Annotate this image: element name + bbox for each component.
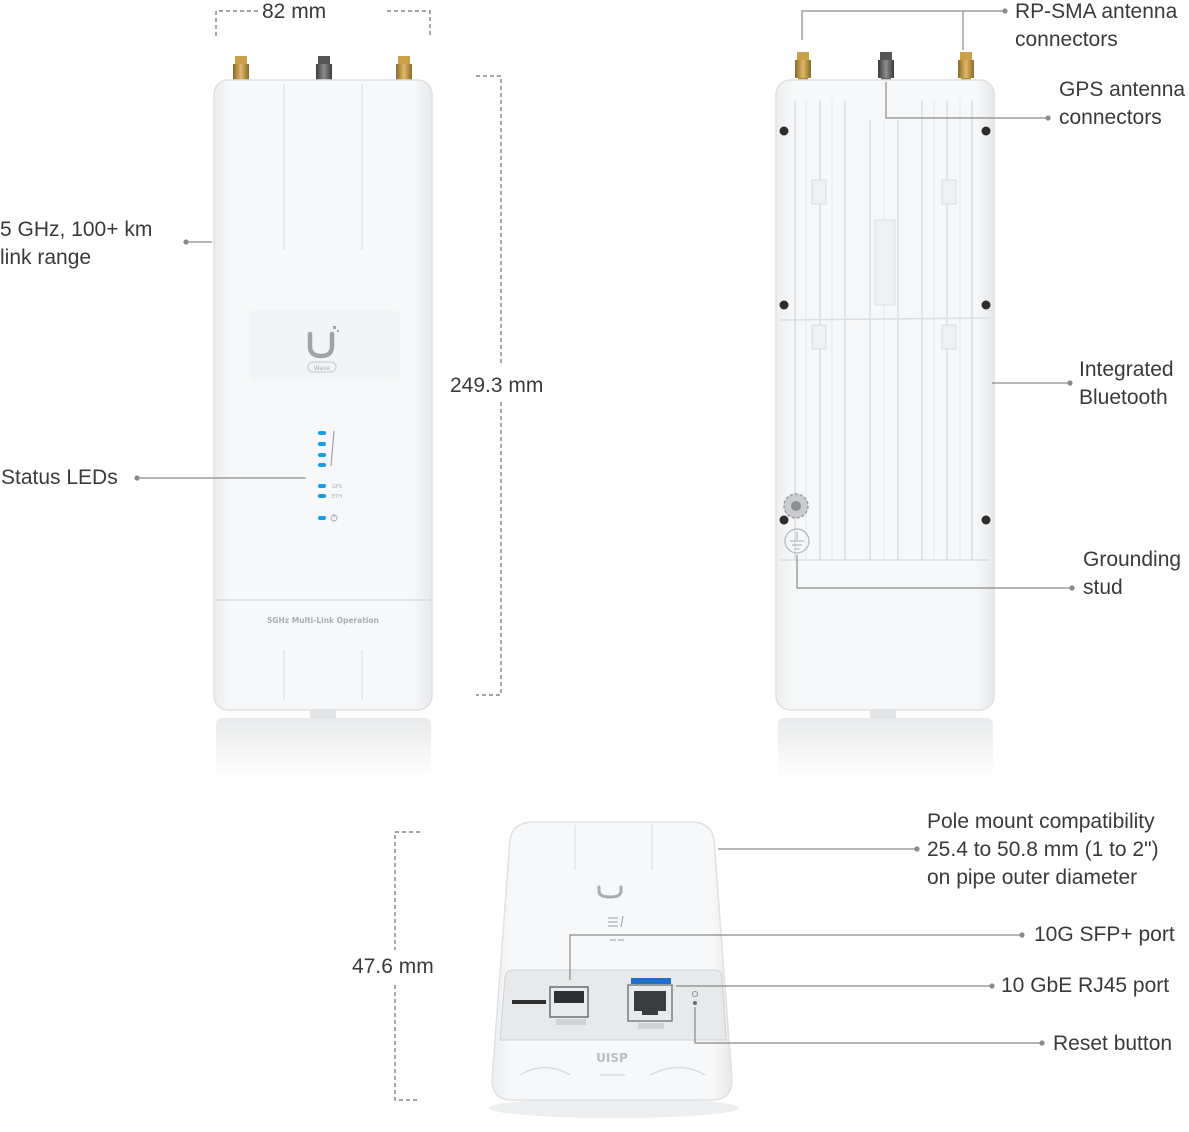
callout-line: stud: [1083, 576, 1123, 599]
bottom-view: UISP: [489, 821, 739, 1118]
led-label-eth: ETH: [332, 494, 342, 500]
rj45-port: [627, 984, 673, 1029]
callout-dots: [134, 8, 1075, 1046]
height-dimension: 249.3 mm: [450, 374, 544, 397]
callout-reset: Reset button: [1053, 1032, 1173, 1055]
callout-line: Integrated: [1079, 358, 1174, 381]
back-connector-middle: [878, 52, 894, 84]
back-housing: [775, 79, 995, 711]
callout-line: link range: [0, 246, 92, 269]
callout-line: connectors: [1015, 28, 1118, 51]
callout-line: on pipe outer diameter: [927, 866, 1138, 889]
ground-icon: [784, 528, 810, 554]
callout-sfp: 10G SFP+ port: [1034, 923, 1175, 946]
grounding-stud: [783, 493, 809, 519]
front-band-text: 5GHz Multi-Link Operation: [267, 616, 379, 625]
power-icon: [330, 514, 338, 522]
callout-pole-mount: Pole mount compatibility 25.4 to 50.8 mm…: [927, 808, 1159, 892]
logo-tag: Wave: [314, 365, 331, 372]
callout-line: Grounding: [1083, 548, 1182, 571]
back-connector-left: [795, 52, 811, 84]
dimension-lines: [215, 10, 502, 1101]
callout-rj45: 10 GbE RJ45 port: [1001, 974, 1170, 997]
callout-line: Pole mount compatibility: [927, 810, 1155, 833]
callout-bluetooth: Integrated Bluetooth: [1079, 356, 1174, 412]
callout-status-leds: Status LEDs: [1, 466, 118, 489]
back-connector-right: [958, 52, 974, 84]
callout-line: Bluetooth: [1079, 386, 1168, 409]
callout-line: 5 GHz, 100+ km: [0, 218, 153, 241]
back-view: [775, 52, 995, 780]
callout-line: GPS antenna: [1059, 78, 1186, 101]
uisp-logo: Wave: [307, 326, 339, 373]
depth-dimension: 47.6 mm: [352, 955, 434, 978]
led-label-gps: GPS: [332, 484, 342, 490]
reset-pinhole: [692, 991, 698, 1005]
callout-gps: GPS antenna connectors: [1059, 76, 1185, 132]
front-view: Wave GPS ETH 5GHz Multi-Link Operation: [213, 56, 433, 780]
status-led-panel: GPS ETH: [318, 430, 342, 522]
callout-line: RP-SMA antenna: [1015, 0, 1178, 23]
callout-line: connectors: [1059, 106, 1162, 129]
callout-line: 25.4 to 50.8 mm (1 to 2"): [927, 838, 1159, 861]
callout-link-range: 5 GHz, 100+ km link range: [0, 216, 152, 272]
width-dimension: 82 mm: [262, 0, 327, 23]
sfp-port: [549, 986, 589, 1025]
callout-leaders: [137, 10, 1070, 1044]
callout-rp-sma: RP-SMA antenna connectors: [1015, 0, 1177, 54]
bottom-brand: UISP: [596, 1051, 628, 1065]
callout-grounding: Grounding stud: [1083, 546, 1181, 602]
